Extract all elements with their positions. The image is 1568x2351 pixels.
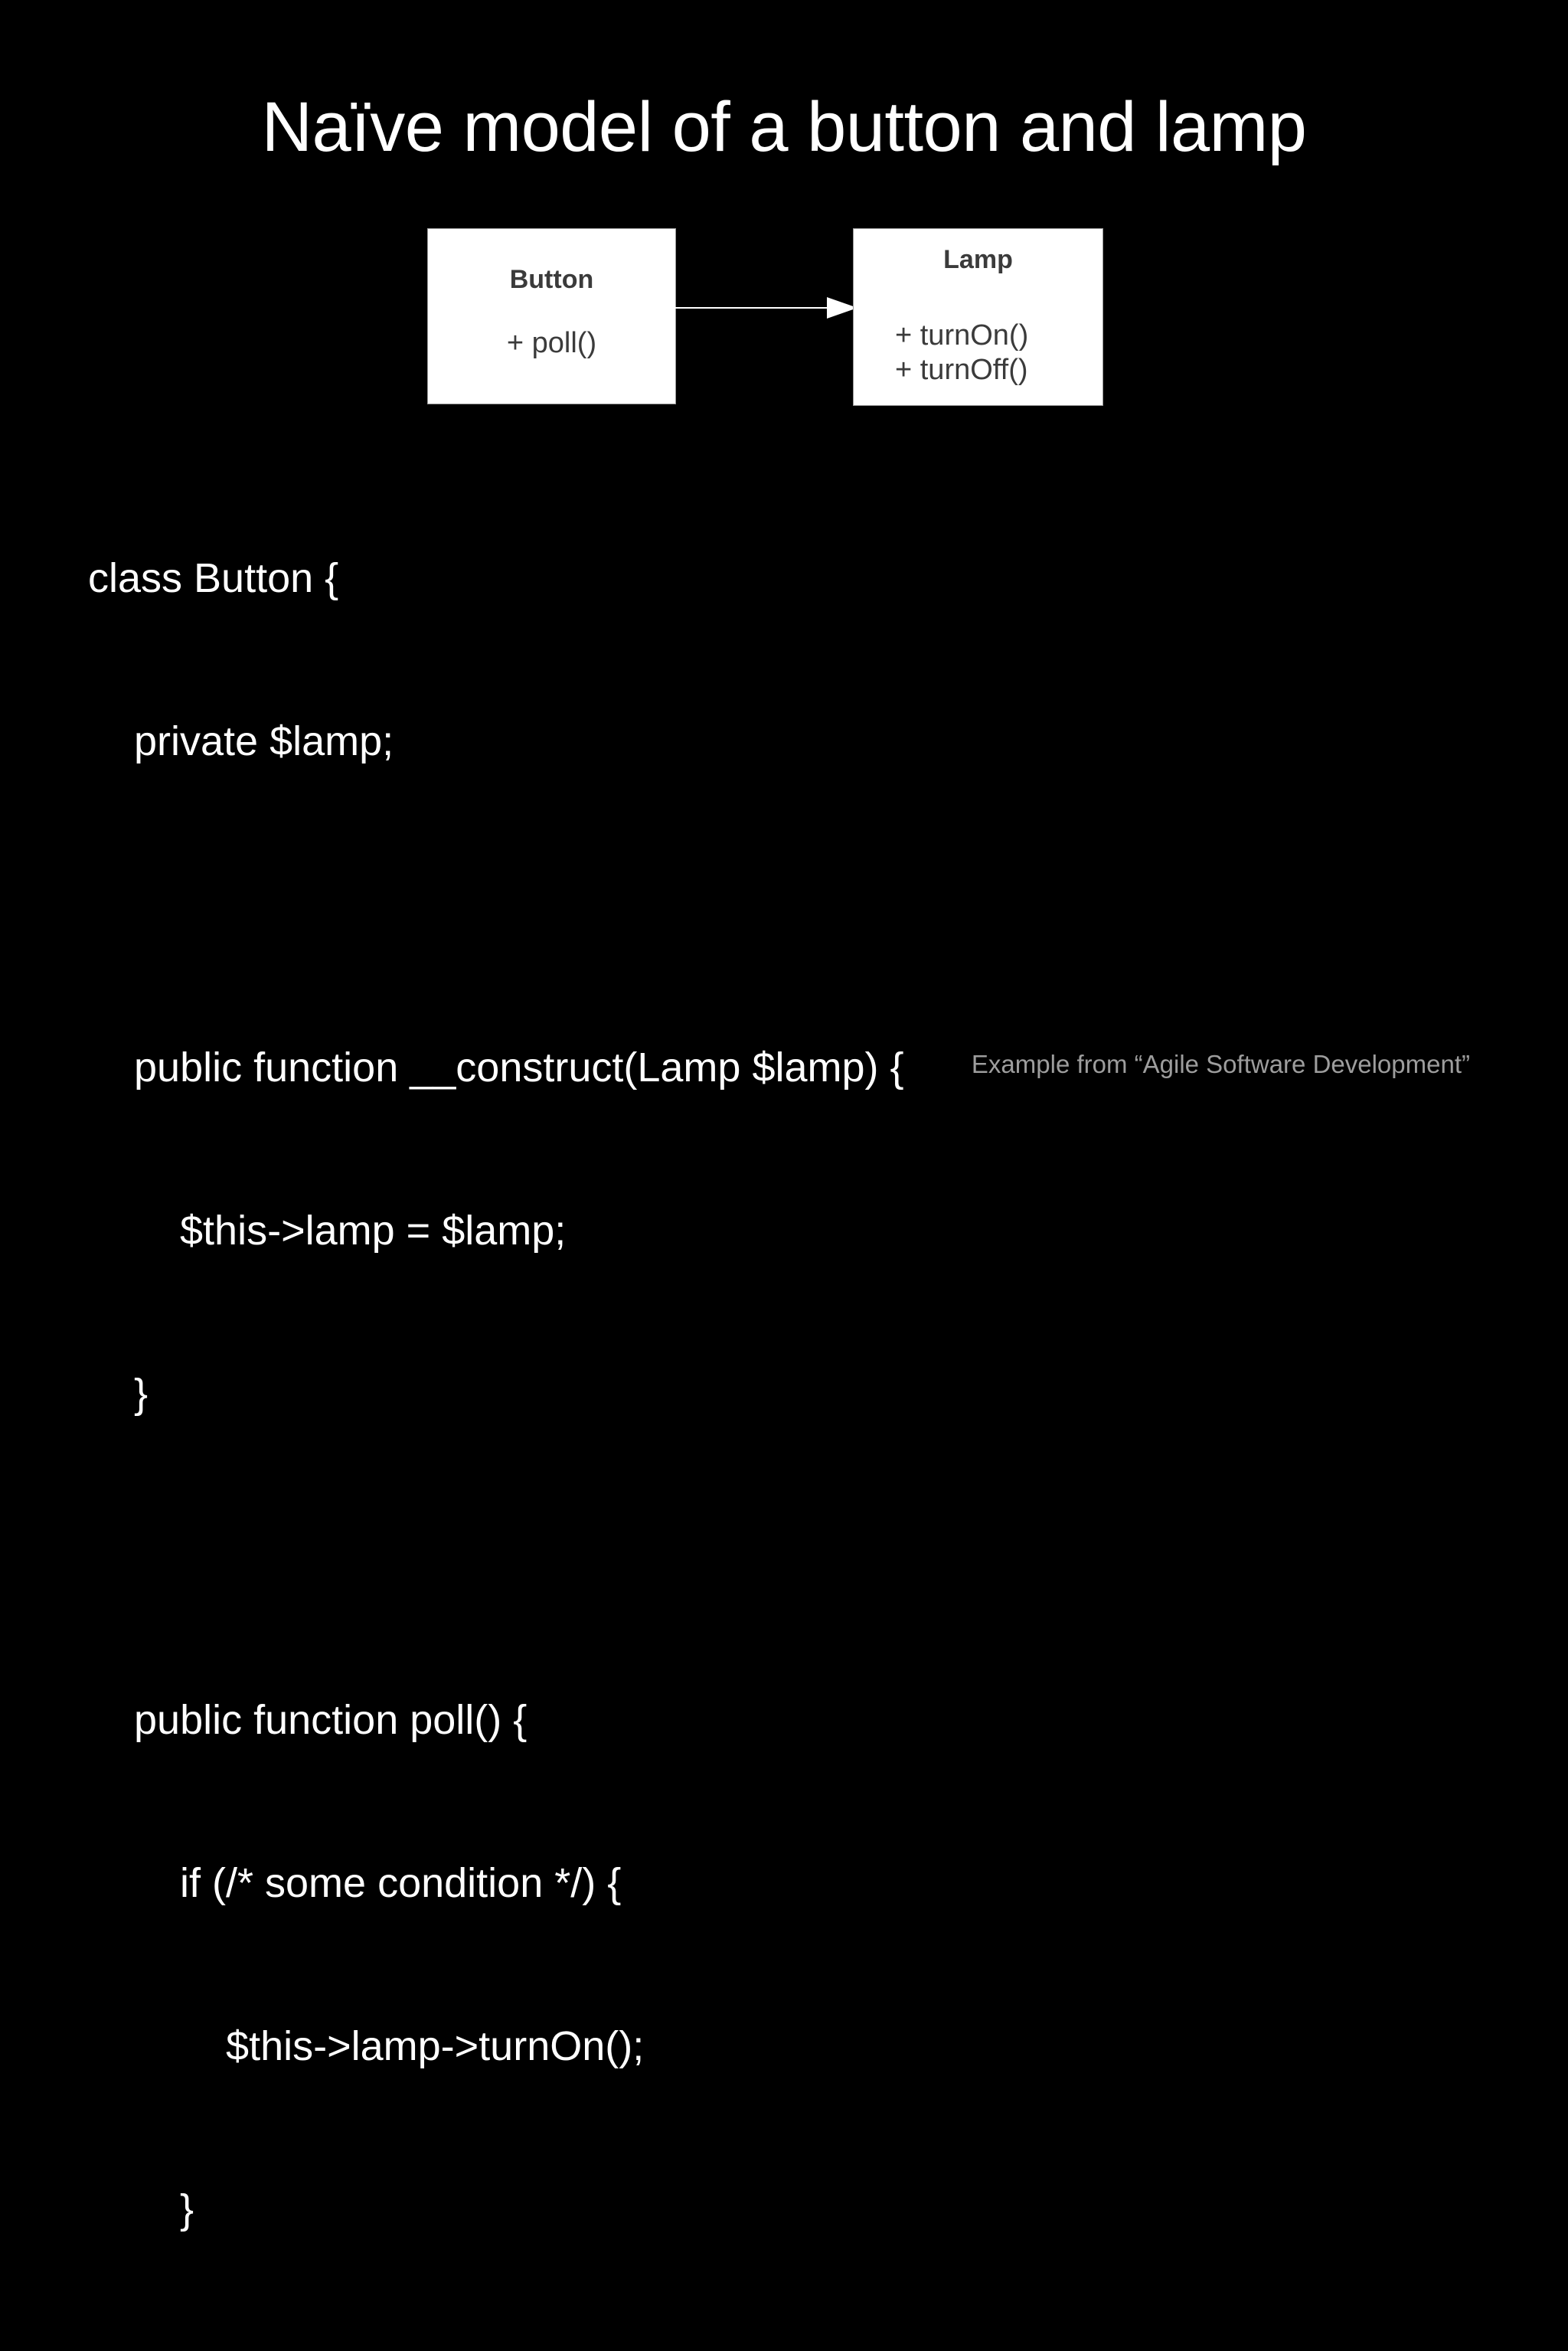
code-line: public function poll() { bbox=[88, 1697, 528, 1743]
uml-member-poll: + poll() bbox=[506, 327, 597, 360]
code-line: $this->lamp = $lamp; bbox=[88, 1208, 567, 1254]
uml-class-diagram: Button + poll() Lamp + turnOn() + turnOf… bbox=[0, 0, 1568, 429]
code-listing: class Button { private $lamp; public fun… bbox=[88, 443, 904, 2351]
code-line: $this->lamp->turnOn(); bbox=[88, 2023, 645, 2069]
uml-class-name-lamp: Lamp bbox=[943, 245, 1013, 274]
arrowhead-icon bbox=[827, 297, 858, 319]
code-line: public function __construct(Lamp $lamp) … bbox=[88, 1045, 904, 1090]
code-line: if (/* some condition */) { bbox=[88, 1860, 622, 1906]
uml-member-turnon: + turnOn() bbox=[895, 319, 1029, 352]
code-line: } bbox=[88, 2186, 194, 2232]
code-line: } bbox=[88, 2346, 904, 2351]
uml-association-arrow bbox=[674, 297, 858, 319]
code-line: } bbox=[88, 1371, 149, 1417]
code-line bbox=[88, 1530, 904, 1584]
uml-members-lamp: + turnOn() + turnOff() bbox=[854, 319, 1102, 387]
code-line bbox=[88, 878, 904, 932]
attribution-text: Example from “Agile Software Development… bbox=[971, 1050, 1470, 1078]
code-line: private $lamp; bbox=[88, 718, 394, 764]
page-title: Naïve model of a button and lamp bbox=[261, 88, 1307, 166]
uml-class-box-lamp: Lamp + turnOn() + turnOff() bbox=[853, 228, 1103, 406]
uml-member-turnoff: + turnOff() bbox=[895, 354, 1028, 387]
uml-class-name-button: Button bbox=[509, 265, 594, 294]
uml-class-box-button: Button + poll() bbox=[427, 228, 676, 404]
code-line: class Button { bbox=[88, 555, 339, 601]
